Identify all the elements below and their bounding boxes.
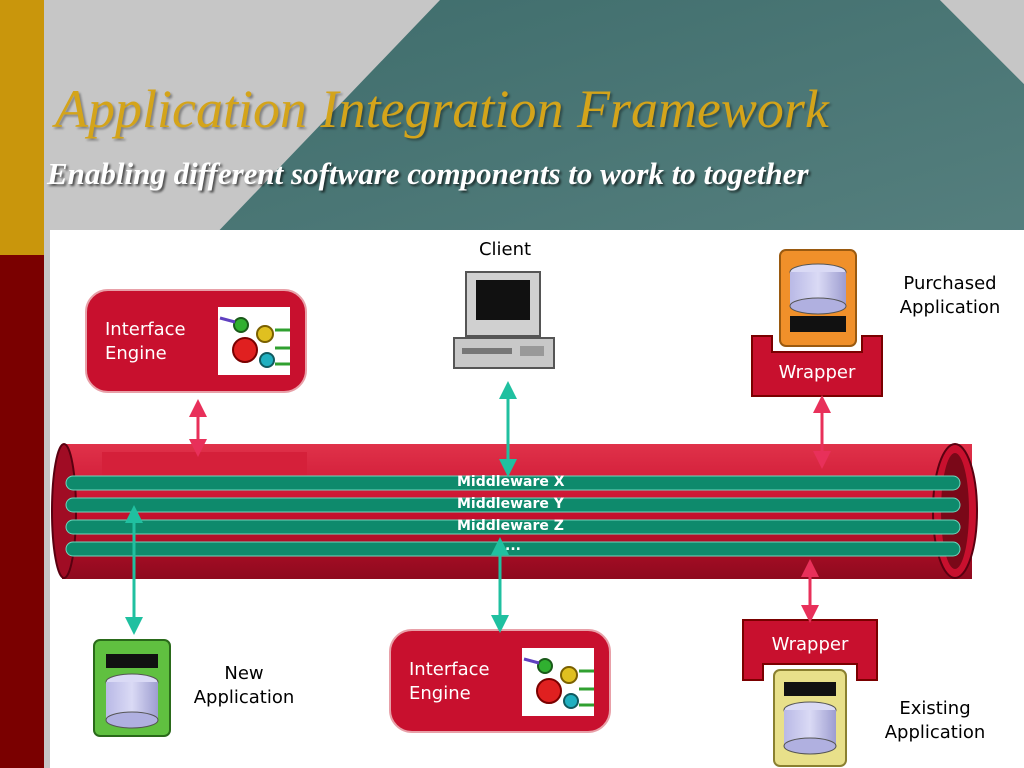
new-application-label: New Application: [193, 663, 295, 708]
middleware-x-label: Middleware X: [457, 474, 565, 490]
middleware-z-label: Middleware Z: [457, 518, 564, 534]
interface-engine-bottom-box: [389, 629, 611, 733]
interface-engine-top-box: [85, 289, 307, 393]
middleware-bars: [65, 475, 961, 557]
slide-title: Application Integration Framework: [55, 79, 829, 139]
teal-background-shape: [210, 0, 1024, 240]
diagram-graphics: [51, 249, 978, 767]
wrapper-top-label: Wrapper: [778, 362, 856, 383]
client-label: Client: [478, 239, 532, 260]
new-application-icon: [93, 639, 171, 737]
sidebar-maroon-bar: [0, 255, 44, 768]
existing-application-label: Existing Application: [884, 698, 986, 743]
wrapper-top-shape: [751, 335, 883, 397]
interface-engine-bottom-label: Interface Engine: [409, 659, 490, 704]
middleware-y-label: Middleware Y: [457, 496, 564, 512]
purchased-application-label: Purchased Application: [899, 273, 1001, 318]
existing-application-icon: [773, 669, 847, 767]
wrapper-bottom-label: Wrapper: [771, 634, 849, 655]
purchased-application-icon: [779, 249, 857, 347]
middleware-more-label: ...: [505, 538, 521, 554]
integration-diagram: Interface Engine Interface Engine Client…: [50, 230, 1024, 768]
middleware-more-bar: [65, 541, 961, 557]
slide-subtitle: Enabling different software components t…: [47, 156, 809, 191]
middleware-y-bar: [65, 497, 961, 513]
middleware-z-bar: [65, 519, 961, 535]
wrapper-bottom-shape: [742, 619, 878, 681]
interface-engine-top-label: Interface Engine: [105, 319, 186, 364]
sidebar-gold-bar: [0, 0, 44, 255]
client-computer-icon: [453, 271, 555, 369]
